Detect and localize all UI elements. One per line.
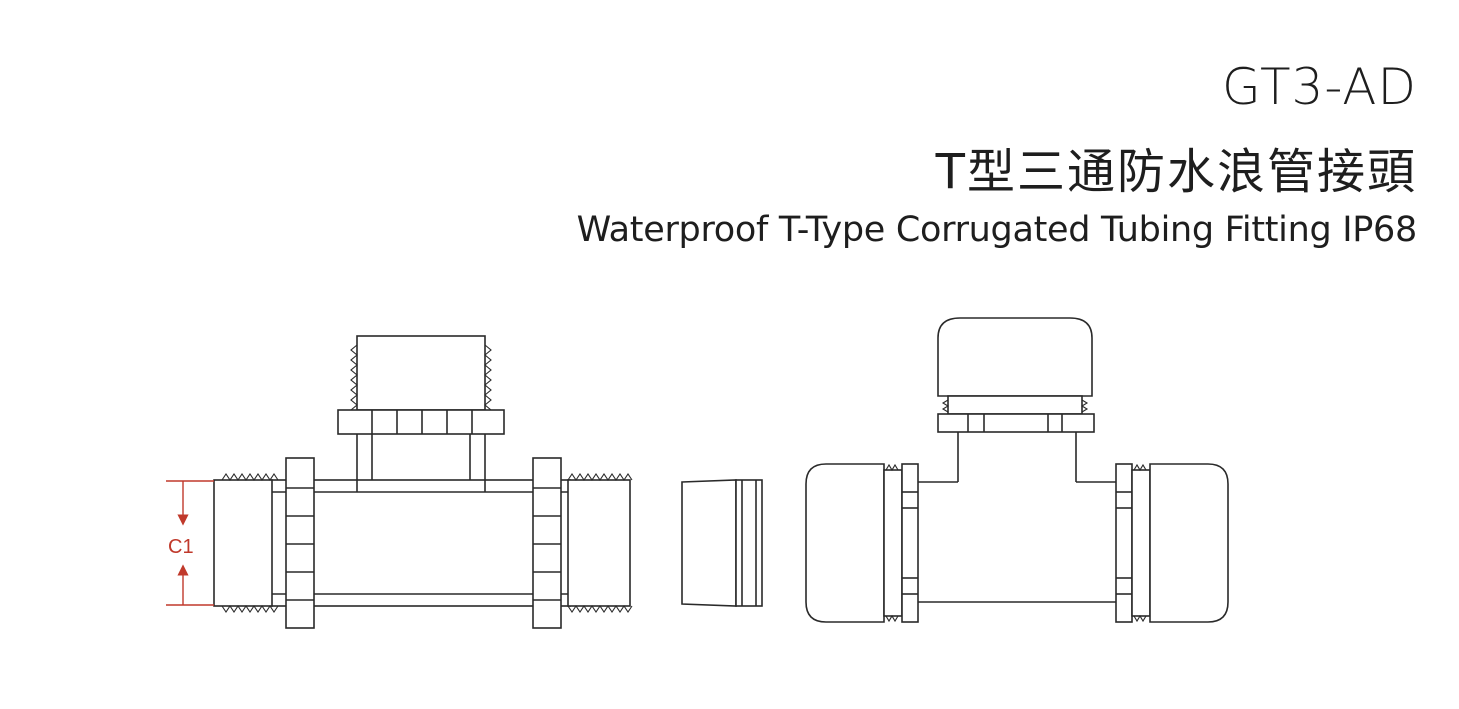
tee-fitting-body-drawing: C1 [166, 335, 633, 629]
left-lock-nut [285, 457, 315, 629]
top-cap [937, 317, 1093, 397]
assembled-tee-drawing [805, 317, 1229, 623]
product-title-english: Waterproof T-Type Corrugated Tubing Fitt… [576, 210, 1418, 250]
dimension-label-c1: C1 [168, 536, 194, 558]
left-cap [805, 463, 885, 623]
right-cap [1149, 463, 1229, 623]
right-lock-nut [532, 457, 562, 629]
top-lock-nut [337, 409, 505, 435]
left-threaded-end [213, 479, 273, 607]
product-title-chinese: T型三通防水浪管接頭 [935, 144, 1417, 200]
model-number: GT3-AD [1222, 58, 1417, 116]
end-cap-drawing [681, 479, 763, 607]
right-threaded-end [567, 479, 631, 607]
top-threaded-end [356, 335, 486, 411]
